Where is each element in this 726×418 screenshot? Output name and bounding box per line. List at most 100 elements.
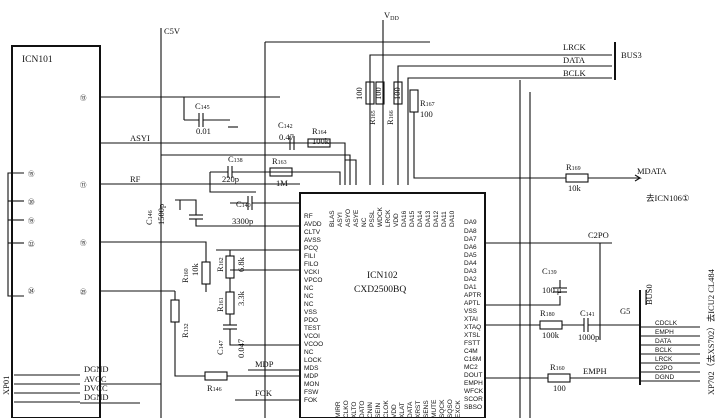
svg-text:FOK: FOK: [255, 388, 273, 398]
svg-text:DA5: DA5: [464, 252, 477, 259]
svg-text:C139: C139: [542, 266, 557, 276]
svg-text:SBSO: SBSO: [464, 404, 482, 411]
svg-text:NC: NC: [304, 349, 314, 356]
svg-text:MDP: MDP: [255, 359, 274, 369]
svg-text:G5: G5: [620, 306, 630, 316]
svg-text:DA8: DA8: [464, 228, 477, 235]
svg-text:VDD: VDD: [391, 404, 398, 418]
svg-text:EMPH: EMPH: [655, 329, 674, 336]
svg-text:DA2: DA2: [464, 276, 477, 283]
svg-text:DOUT: DOUT: [464, 372, 482, 379]
svg-text:NC: NC: [304, 285, 314, 292]
svg-text:R164: R164: [312, 126, 327, 136]
svg-text:MC2: MC2: [464, 364, 478, 371]
svg-text:CNIN: CNIN: [367, 402, 374, 418]
svg-text:DA14: DA14: [417, 210, 424, 227]
svg-text:DA4: DA4: [464, 260, 477, 267]
icn101-label: ICN101: [22, 55, 53, 65]
svg-text:BCLK: BCLK: [655, 347, 673, 354]
svg-text:NC: NC: [304, 301, 314, 308]
svg-text:100 μ: 100 μ: [542, 285, 562, 295]
svg-text:XTAI: XTAI: [464, 316, 478, 323]
svg-text:DA9: DA9: [464, 219, 477, 226]
svg-text:0.047: 0.047: [236, 339, 246, 358]
icn101-box: [11, 45, 101, 418]
svg-text:FOK: FOK: [304, 397, 318, 404]
icn102-top-pins: BLAS ASYI ASYO ASYE NC PSSL WDCK LRCK VD…: [329, 206, 456, 227]
svg-text:CLTV: CLTV: [304, 229, 321, 236]
svg-text:100k: 100k: [312, 136, 330, 146]
svg-text:DA1: DA1: [464, 284, 477, 291]
svg-text:MIRR: MIRR: [335, 401, 342, 418]
bus3-label: BUS3: [621, 50, 642, 60]
resistor-100a: [365, 81, 375, 105]
svg-text:VCOO: VCOO: [304, 341, 323, 348]
svg-text:MUTE: MUTE: [431, 399, 438, 418]
svg-text:C141: C141: [580, 308, 595, 318]
xp702-pins: CDCLK EMPH DATA BCLK LRCK C2PO DGND: [655, 320, 678, 381]
svg-text:100: 100: [420, 109, 433, 119]
svg-text:⑮: ⑮: [80, 239, 87, 247]
xp702-label: XP702（去XS702）去ICU2 CL484: [706, 268, 716, 395]
svg-text:ASYI: ASYI: [130, 133, 150, 143]
svg-text:DA6: DA6: [464, 244, 477, 251]
svg-text:R166: R166: [385, 110, 395, 125]
svg-text:ASYO: ASYO: [345, 209, 352, 227]
svg-text:APTL: APTL: [464, 300, 481, 307]
svg-text:R146: R146: [207, 383, 222, 393]
svg-text:DGND: DGND: [84, 364, 109, 374]
svg-text:R132: R132: [180, 323, 190, 338]
svg-text:ASYI: ASYI: [337, 212, 344, 227]
svg-text:C147: C147: [215, 340, 225, 355]
svg-text:1M: 1M: [276, 178, 288, 188]
svg-text:100: 100: [553, 383, 566, 393]
svg-text:PSSL: PSSL: [369, 210, 376, 227]
svg-text:SENS: SENS: [423, 400, 430, 418]
svg-text:SQCK: SQCK: [439, 399, 446, 418]
svg-text:⑬: ⑬: [80, 94, 87, 102]
svg-text:1500p: 1500p: [156, 204, 166, 225]
svg-text:RF: RF: [130, 174, 141, 184]
svg-text:220p: 220p: [222, 174, 239, 184]
svg-text:XP01: XP01: [1, 376, 11, 395]
svg-text:C140: C140: [236, 199, 251, 209]
svg-text:LRCK: LRCK: [655, 356, 673, 363]
svg-text:VSS: VSS: [304, 309, 318, 316]
svg-text:FSW: FSW: [304, 389, 319, 396]
svg-text:BUS0: BUS0: [644, 284, 654, 305]
svg-text:㉔: ㉔: [28, 287, 35, 295]
svg-text:FILO: FILO: [304, 261, 318, 268]
svg-text:SEIN: SEIN: [375, 403, 382, 418]
svg-text:C138: C138: [228, 154, 243, 164]
svg-text:R161: R161: [215, 297, 225, 312]
vdd-label: VDD: [384, 10, 399, 22]
svg-text:CLOK: CLOK: [383, 400, 390, 418]
svg-text:100: 100: [392, 87, 402, 100]
svg-text:CDCLK: CDCLK: [655, 320, 678, 327]
svg-text:㉒: ㉒: [28, 240, 35, 248]
svg-text:DA13: DA13: [425, 210, 432, 227]
svg-text:C2PO: C2PO: [655, 365, 673, 372]
svg-text:XTAQ: XTAQ: [464, 324, 481, 331]
svg-text:AVDD: AVDD: [304, 221, 322, 228]
svg-text:VCKI: VCKI: [304, 269, 319, 276]
svg-text:⑮: ⑮: [28, 170, 35, 178]
svg-text:C145: C145: [195, 101, 210, 111]
svg-text:SQSO: SQSO: [447, 399, 454, 418]
svg-text:NC: NC: [361, 217, 368, 227]
resistor-167: [409, 89, 419, 113]
svg-text:VSS: VSS: [464, 308, 478, 315]
svg-text:DATA: DATA: [655, 338, 672, 345]
svg-text:EMPH: EMPH: [464, 380, 483, 387]
svg-text:ASYE: ASYE: [353, 209, 360, 227]
svg-text:FSTT: FSTT: [464, 340, 480, 347]
svg-text:XRST: XRST: [415, 401, 422, 418]
svg-text:C146: C146: [144, 210, 154, 225]
svg-text:DA12: DA12: [433, 210, 440, 227]
svg-text:3300p: 3300p: [232, 216, 253, 226]
svg-text:10k: 10k: [568, 183, 582, 193]
svg-text:PCQ: PCQ: [304, 245, 318, 252]
icn102-part: CXD2500BQ: [354, 285, 406, 295]
svg-text:3.3k: 3.3k: [236, 290, 246, 306]
svg-text:6.8k: 6.8k: [236, 256, 246, 272]
